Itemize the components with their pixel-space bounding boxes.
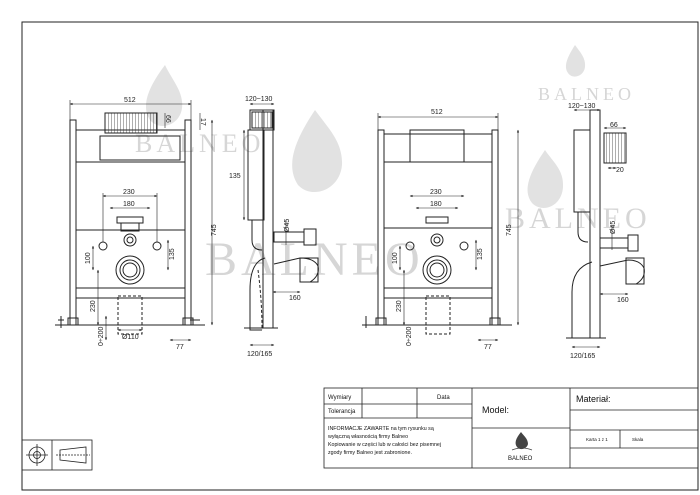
watermark-brand-2: BALNEO	[538, 84, 635, 104]
dim-right-vertical: 135	[169, 248, 176, 260]
title-block	[323, 387, 699, 469]
side-left-dimensions	[242, 102, 301, 347]
dim-width-r: 512	[431, 109, 443, 116]
notice-line-4: zgody firmy Balneo jest zabronione.	[328, 450, 412, 456]
front-view-right	[362, 129, 512, 335]
dim-span-outer: 230	[123, 189, 135, 196]
front-right-dimensions	[377, 113, 520, 342]
balneo-logo-text: BALNEO	[508, 456, 533, 462]
side-view-left	[244, 109, 319, 331]
dim-span-outer-r: 230	[430, 189, 442, 196]
side-left-dim-labels: 120~130 135 Ø45 160 120/165	[229, 96, 301, 358]
dim-upper-depth: 135	[229, 173, 241, 180]
balneo-logo-wave-icon	[511, 447, 533, 451]
dim-top-range: 120~130	[245, 96, 273, 103]
side-right-dim-labels: 120~130 66 20 Ø45 160 120/165	[568, 103, 629, 360]
tolerancja-label: Tolerancja	[328, 409, 356, 415]
projection-symbol	[21, 439, 93, 471]
dim-foot-left: 77	[176, 344, 184, 351]
dim-pipe: Ø110	[122, 334, 139, 341]
watermark-group: BALNEO BALNEO BALNEO BALNEO	[135, 45, 651, 286]
dim-button-w: 66	[610, 122, 618, 129]
title-block-text: Wymiary Data Tolerancja INFORMACJE ZAWAR…	[328, 394, 644, 462]
material-label: Materiał:	[576, 394, 611, 404]
dim-height-r: 745	[506, 224, 513, 236]
balneo-logo-icon	[515, 432, 528, 450]
dim-span-inner: 180	[123, 201, 135, 208]
front-right-dim-labels: 512 230 180 100 135 745 230 0÷200 77	[392, 109, 513, 351]
dim-foot-r: 77	[484, 344, 492, 351]
dim-top-range-r: 120~130	[568, 103, 596, 110]
scale-label: Skala	[632, 437, 644, 442]
dim-left-vertical: 100	[85, 252, 92, 264]
dim-pipe-dia: Ø45	[284, 219, 291, 232]
side-right-dimensions	[571, 108, 629, 349]
notice-line-3: Kopiowanie w części lub w całości bez pi…	[328, 442, 441, 448]
dim-span-inner-r: 180	[430, 201, 442, 208]
dim-bottom-vertical-r: 230	[396, 300, 403, 312]
dim-left-vertical-r: 100	[392, 252, 399, 264]
dim-bottom-range-r: 120/165	[570, 353, 595, 360]
wymiary-label: Wymiary	[328, 395, 351, 401]
dim-bottom-range: 120/165	[247, 351, 272, 358]
dim-bottom-vertical: 230	[90, 300, 97, 312]
watermark-brand-4: BALNEO	[505, 202, 651, 235]
sheet-border	[21, 21, 699, 491]
dim-offset-r: 160	[617, 297, 629, 304]
watermark-drop-icon	[145, 45, 586, 208]
front-left-dim-labels: 512 17 66 230 180 100 135 745 230 0÷200 …	[85, 97, 218, 351]
sheet-label: Karta 1 z 1	[586, 437, 608, 442]
dim-floor-r: 0÷200	[406, 326, 413, 346]
data-label: Data	[437, 395, 450, 401]
notice-line-1: INFORMACJE ZAWARTE na tym rysunku są	[328, 426, 434, 432]
dim-height: 745	[211, 224, 218, 236]
dim-floor: 0÷200	[98, 326, 105, 346]
dim-offset: 160	[289, 295, 301, 302]
dim-pipe-dia-r: Ø45	[610, 221, 617, 234]
dim-button-d: 20	[616, 167, 624, 174]
front-left-dimensions	[69, 100, 214, 342]
watermark-brand-1: BALNEO	[135, 129, 264, 158]
dim-top-offset: 17	[199, 118, 206, 126]
model-label: Model:	[482, 405, 509, 415]
dim-right-vertical-r: 135	[477, 248, 484, 260]
dim-top-small: 66	[164, 115, 171, 123]
notice-line-2: wyłączną własnością firmy Balneo	[328, 434, 408, 440]
front-view-left	[55, 112, 205, 335]
dim-width: 512	[124, 97, 136, 104]
